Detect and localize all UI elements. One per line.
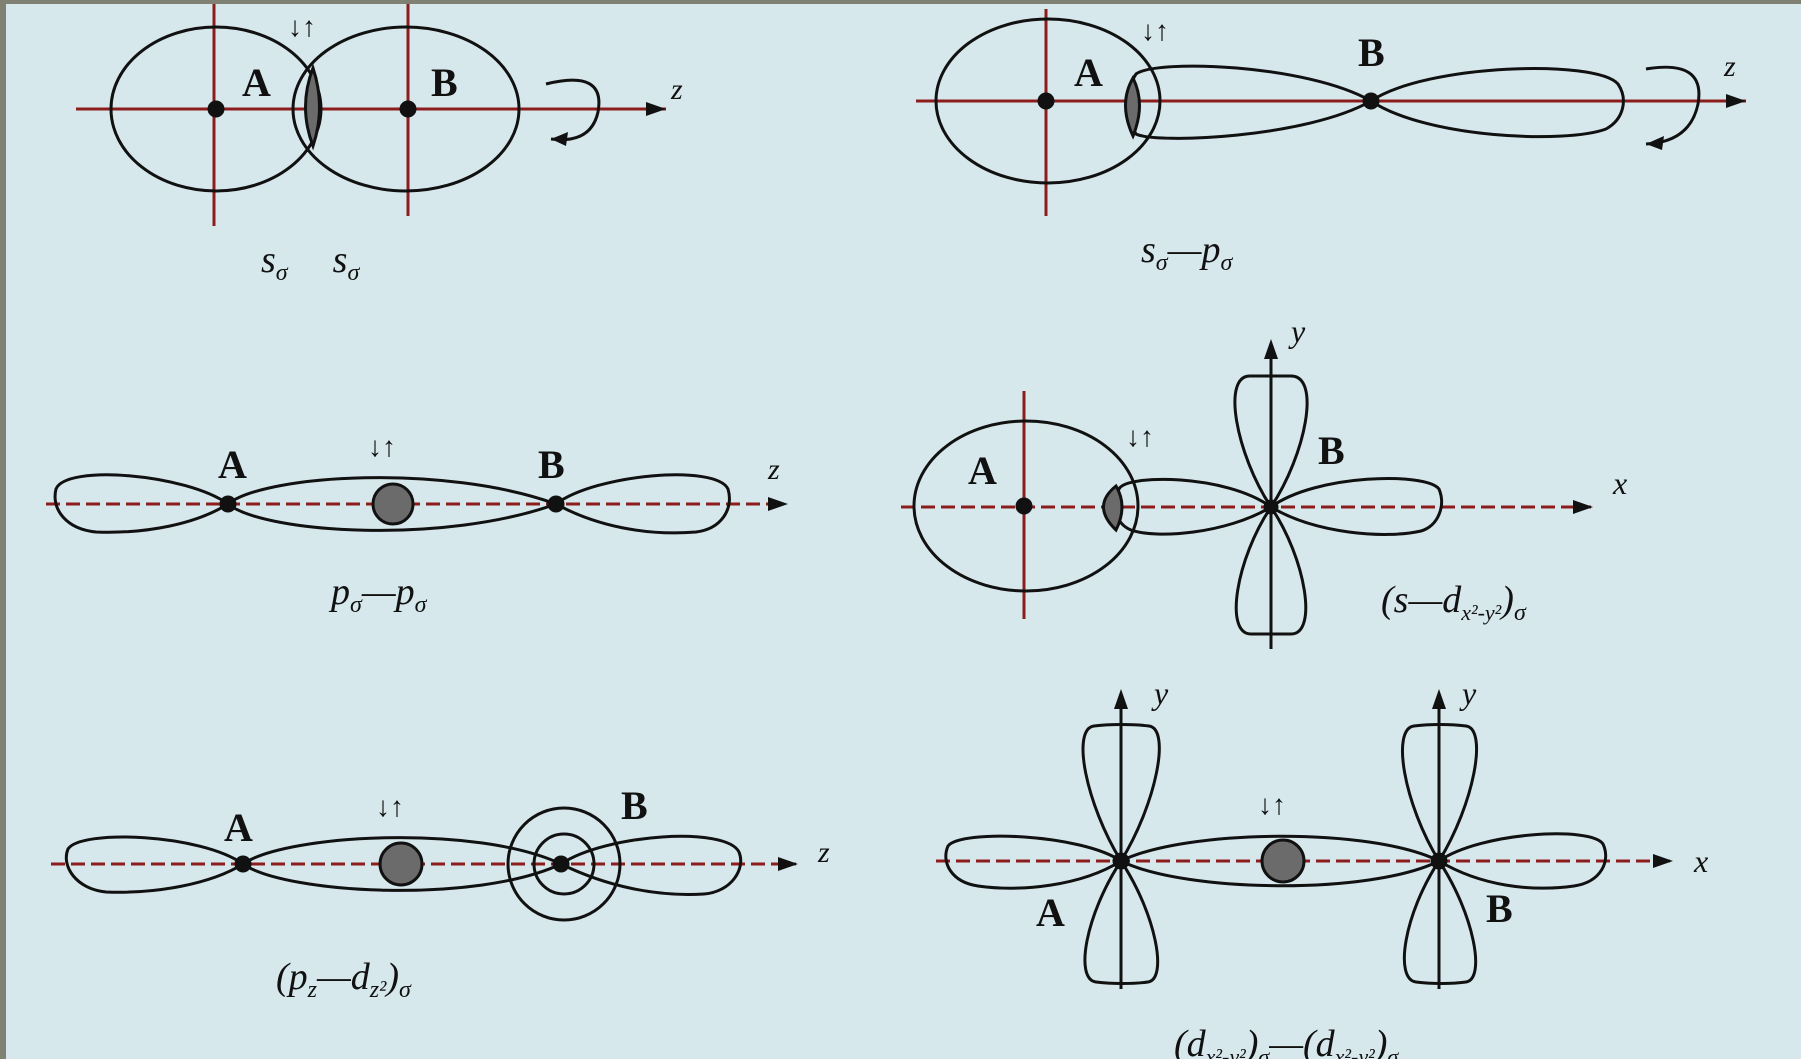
d-lobe-B-down xyxy=(1402,858,1478,985)
d-lobe-A-left xyxy=(944,834,1124,890)
nucleus-B xyxy=(1362,92,1380,110)
axis-arrowhead xyxy=(1432,689,1446,709)
nucleus-B xyxy=(552,855,570,873)
d-lobe-down xyxy=(1234,504,1308,636)
nucleus-B xyxy=(547,495,565,513)
overlap-region xyxy=(1124,74,1141,140)
caption-s-s: sσ sσ xyxy=(261,239,360,286)
axis-label-z: z xyxy=(670,73,683,106)
nucleus-B xyxy=(399,100,417,118)
p-lobe-A-left xyxy=(64,835,246,894)
d-lobe-A-up xyxy=(1081,723,1161,864)
atom-label-B: B xyxy=(1486,886,1513,931)
d-ring-inner xyxy=(532,832,596,896)
atom-label-B: B xyxy=(1358,30,1385,75)
spin-pair-arrows: ↓↑ xyxy=(1258,790,1286,821)
panel-p-p xyxy=(46,473,788,535)
panel-s-p xyxy=(916,9,1746,216)
nucleus-A xyxy=(219,495,237,513)
d-lobe-right xyxy=(557,834,743,896)
d-lobe-A-down xyxy=(1083,858,1160,985)
atom-label-A: A xyxy=(1074,50,1103,95)
d-lobe-B-up xyxy=(1401,723,1479,864)
s-orbital-A xyxy=(912,419,1140,593)
d-lobe-right xyxy=(1268,477,1444,536)
d-lobe-up xyxy=(1233,374,1309,510)
axis-arrowhead xyxy=(646,102,666,116)
overlap-region xyxy=(1102,483,1124,533)
caption-p-p: pσ—pσ xyxy=(328,571,428,618)
spin-pair-arrows: ↓↑ xyxy=(376,792,404,823)
caption-s-p: sσ—pσ xyxy=(1141,229,1233,276)
s-orbital-B xyxy=(291,25,521,193)
atom-label-B: B xyxy=(1318,428,1345,473)
axis-arrowhead xyxy=(1726,94,1746,108)
nucleus-A xyxy=(234,855,252,873)
axis-label-y: y xyxy=(1288,313,1306,349)
overlap-region xyxy=(371,482,415,526)
rotation-arrow xyxy=(545,78,601,142)
diagram-background: A B ↓↑ z A B ↓↑ z A B ↓↑ z A B ↓↑ x y A … xyxy=(6,4,1801,1059)
nucleus-A xyxy=(1037,92,1055,110)
axis-label-x: x xyxy=(1612,465,1627,501)
s-orbital-A xyxy=(934,17,1162,185)
axis-label-z: z xyxy=(817,836,830,869)
axis-arrowhead xyxy=(1573,500,1593,514)
s-orbital-A xyxy=(109,25,323,193)
atom-label-A: A xyxy=(1036,890,1065,935)
axis-arrowhead xyxy=(768,497,788,511)
axis-arrowhead xyxy=(1264,339,1278,359)
overlap-region xyxy=(304,63,321,151)
axis-arrowhead xyxy=(778,857,798,871)
atom-label-B: B xyxy=(538,442,565,487)
caption-d-d: (dx²-y²)σ—(dx²-y²)σ xyxy=(1174,1023,1399,1059)
panel-p-d xyxy=(51,806,798,922)
spin-pair-arrows: ↓↑ xyxy=(368,432,396,463)
overlap-region xyxy=(1260,838,1306,884)
caption-p-d: (pz—dz²)σ xyxy=(276,956,412,1003)
axis-label-z: z xyxy=(1723,50,1736,83)
nucleus-A xyxy=(1112,852,1130,870)
atom-label-A: A xyxy=(218,442,247,487)
axis-arrowhead xyxy=(1114,689,1128,709)
panel-s-d xyxy=(901,339,1593,649)
rotation-arrow xyxy=(1645,65,1701,146)
axis-label-y-2: y xyxy=(1459,675,1477,711)
rotation-arrowhead xyxy=(1646,136,1664,150)
atom-label-B: B xyxy=(431,60,458,105)
d-lobe-B-right xyxy=(1436,832,1608,890)
spin-pair-arrows: ↓↑ xyxy=(288,12,316,43)
atom-label-B: B xyxy=(621,783,648,828)
axis-label-x: x xyxy=(1693,843,1708,879)
spin-pair-arrows: ↓↑ xyxy=(1126,422,1154,453)
overlap-region xyxy=(378,841,424,887)
nucleus-A xyxy=(207,100,225,118)
p-lobe-B-right xyxy=(553,473,731,535)
p-lobe-right xyxy=(1368,67,1625,139)
nucleus-B xyxy=(1263,499,1279,515)
d-ring-outer xyxy=(506,806,622,922)
nucleus-A xyxy=(1015,497,1033,515)
spin-pair-arrows: ↓↑ xyxy=(1141,16,1169,47)
axis-label-z: z xyxy=(767,453,780,486)
panel-s-s xyxy=(76,4,666,226)
atom-label-A: A xyxy=(968,448,997,493)
axis-label-y: y xyxy=(1151,675,1169,711)
caption-s-d: (s—dx²-y²)σ xyxy=(1381,579,1527,626)
panel-d-d xyxy=(936,689,1673,989)
nucleus-B xyxy=(1430,852,1448,870)
atom-label-A: A xyxy=(242,60,271,105)
p-lobe-A-left xyxy=(53,473,231,534)
axis-arrowhead xyxy=(1653,854,1673,868)
sigma-bond-overlap-diagram: A B ↓↑ z A B ↓↑ z A B ↓↑ z A B ↓↑ x y A … xyxy=(46,4,1746,1059)
atom-label-A: A xyxy=(224,805,253,850)
rotation-arrowhead xyxy=(551,132,568,146)
